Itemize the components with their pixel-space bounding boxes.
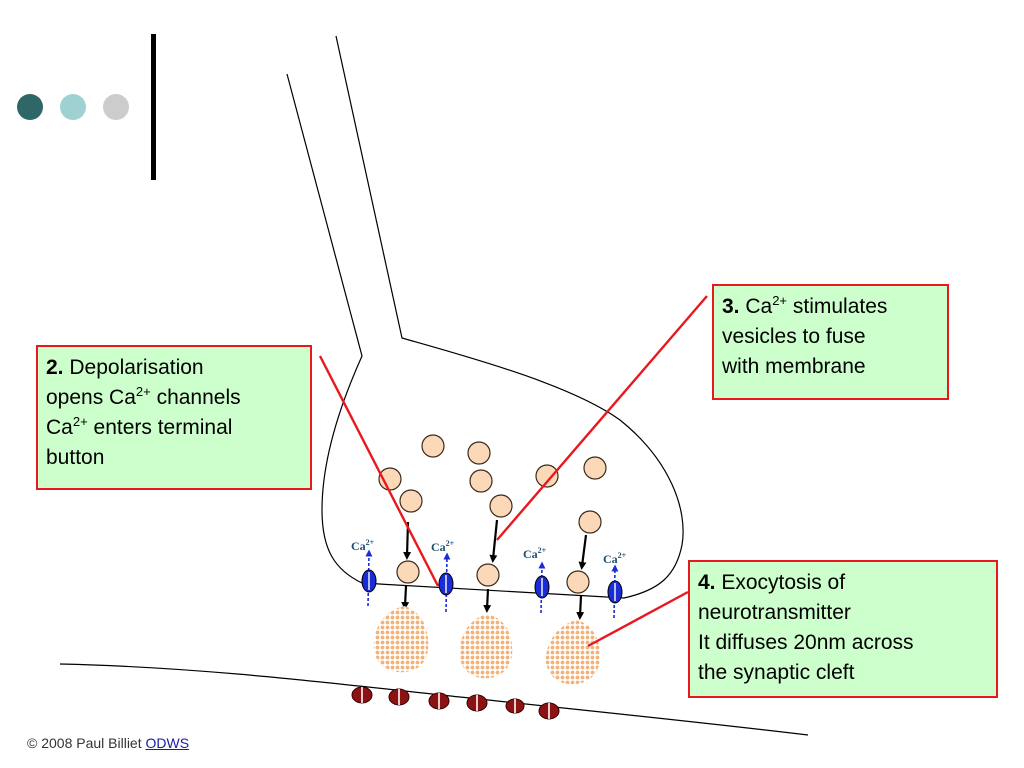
step-number: 2. bbox=[46, 356, 64, 379]
vesicle bbox=[469, 469, 493, 493]
ca-labels: Ca2+ Ca2+ Ca2+ Ca2+ bbox=[351, 538, 627, 566]
receptor bbox=[388, 688, 410, 706]
ca-channel bbox=[361, 549, 377, 607]
receptor bbox=[505, 698, 525, 714]
slide-dot-grey bbox=[103, 94, 129, 120]
ca-channel bbox=[607, 564, 623, 619]
vesicles bbox=[378, 434, 607, 594]
vesicle-arrow bbox=[401, 585, 410, 610]
receptor bbox=[538, 702, 560, 720]
receptor bbox=[466, 694, 488, 712]
vesicle-arrow bbox=[483, 588, 492, 613]
vesicle-docked bbox=[396, 560, 420, 584]
leader-line-3 bbox=[496, 295, 708, 541]
receptor bbox=[351, 686, 373, 704]
step-number: 4. bbox=[698, 571, 716, 594]
neurotransmitter-cloud bbox=[459, 614, 513, 679]
ca-label: Ca2+ bbox=[431, 539, 455, 554]
ca-channels bbox=[361, 549, 623, 619]
ca-channel bbox=[534, 561, 550, 614]
leader-line-2 bbox=[318, 355, 440, 587]
neurotransmitter-cloud bbox=[545, 620, 601, 685]
ca-label: Ca2+ bbox=[523, 546, 547, 561]
presynaptic-membrane bbox=[361, 582, 625, 599]
ca-label: Ca2+ bbox=[351, 538, 375, 553]
vesicle bbox=[399, 489, 423, 513]
vesicle bbox=[583, 456, 607, 480]
vesicle bbox=[535, 464, 559, 488]
axon-membrane-left bbox=[286, 73, 363, 584]
vesicle-docked bbox=[476, 563, 500, 587]
vesicle-docked bbox=[566, 570, 590, 594]
ca-label: Ca2+ bbox=[603, 551, 627, 566]
vesicle bbox=[489, 494, 513, 518]
callout-step-4: 4. Exocytosis of neurotransmitter It dif… bbox=[688, 560, 998, 698]
copyright-text: © 2008 Paul Billiet bbox=[27, 735, 146, 751]
vesicle-arrow bbox=[576, 595, 585, 620]
vesicle bbox=[421, 434, 445, 458]
slide-dot-dark bbox=[17, 94, 43, 120]
vesicle-arrow bbox=[489, 519, 499, 563]
odws-link[interactable]: ODWS bbox=[145, 735, 190, 751]
copyright-footer: © 2008 Paul Billiet ODWS bbox=[27, 735, 189, 751]
receptor bbox=[428, 692, 450, 710]
leader-line-4 bbox=[587, 590, 689, 648]
neurotransmitter-clouds bbox=[373, 606, 601, 685]
postsynaptic-receptors bbox=[351, 686, 560, 720]
axon-membrane-right bbox=[335, 35, 684, 599]
vesicle bbox=[578, 510, 602, 534]
vesicle bbox=[467, 441, 491, 465]
leader-lines bbox=[318, 295, 708, 648]
callout-step-2: 2. Depolarisation opens Ca2+ channels Ca… bbox=[36, 345, 312, 490]
slide-divider-bar bbox=[151, 34, 156, 180]
step-number: 3. bbox=[722, 295, 740, 318]
callout-step-3: 3. Ca2+ stimulates vesicles to fuse with… bbox=[712, 284, 949, 400]
neurotransmitter-cloud bbox=[373, 606, 429, 673]
vesicle-arrow bbox=[578, 534, 588, 570]
ca-channel bbox=[438, 552, 454, 613]
slide-dot-light bbox=[60, 94, 86, 120]
postsynaptic-membrane bbox=[59, 663, 809, 736]
